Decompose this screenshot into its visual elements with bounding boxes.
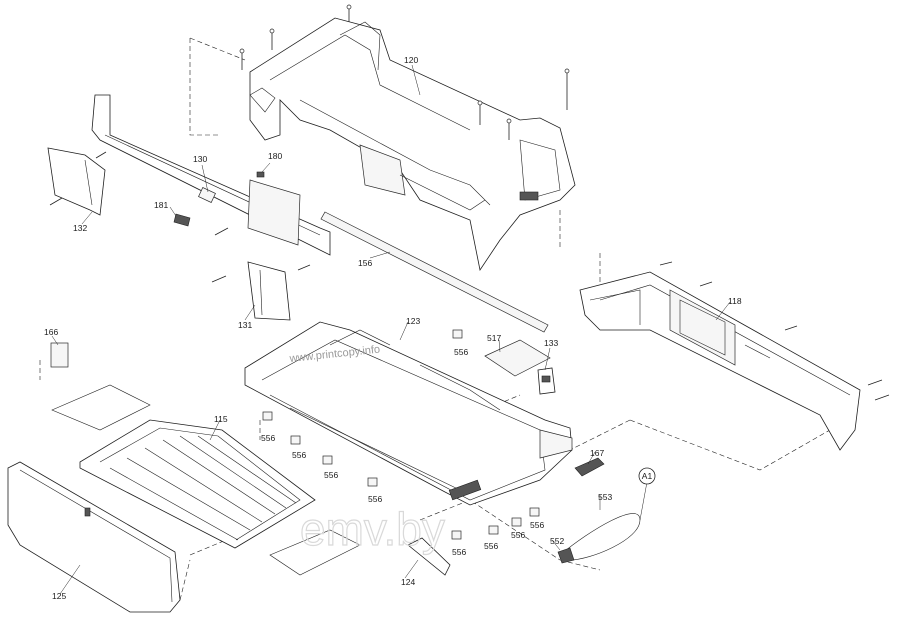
clip-181 bbox=[173, 213, 191, 227]
connector-a1: A1 bbox=[638, 467, 656, 485]
callout-118: 118 bbox=[728, 296, 742, 306]
callout-552: 552 bbox=[550, 536, 564, 546]
callout-166: 166 bbox=[44, 327, 58, 337]
side-cover-132 bbox=[47, 147, 106, 216]
cover-131 bbox=[247, 261, 291, 321]
right-frame-118 bbox=[579, 271, 861, 451]
front-cover-125 bbox=[7, 461, 181, 613]
callout-556-d: 556 bbox=[324, 470, 338, 480]
callout-556-a: 556 bbox=[454, 347, 468, 357]
base-tray-123 bbox=[244, 321, 573, 506]
callout-556-i: 556 bbox=[452, 547, 466, 557]
callout-556-c: 556 bbox=[292, 450, 306, 460]
tab-167 bbox=[574, 457, 605, 477]
callout-181: 181 bbox=[154, 200, 168, 210]
callout-556-h: 556 bbox=[484, 541, 498, 551]
callout-124: 124 bbox=[401, 577, 415, 587]
callout-556-g: 556 bbox=[511, 530, 525, 540]
callout-517: 517 bbox=[487, 333, 501, 343]
watermark-emv: emv.by bbox=[300, 503, 445, 555]
callout-556-e: 556 bbox=[368, 494, 382, 504]
callout-167: 167 bbox=[590, 448, 604, 458]
callout-120: 120 bbox=[404, 55, 418, 65]
callout-132: 132 bbox=[73, 223, 87, 233]
callout-labels: 120 180 130 181 132 156 118 131 123 517 … bbox=[44, 55, 742, 601]
leader-lines bbox=[51, 64, 731, 595]
screw-group-top bbox=[239, 4, 570, 140]
callout-115: 115 bbox=[214, 414, 228, 424]
sheet-517 bbox=[484, 339, 551, 377]
label-166 bbox=[50, 342, 69, 368]
connector-a1-label: A1 bbox=[642, 471, 653, 481]
callout-553: 553 bbox=[598, 492, 612, 502]
ferrite-552 bbox=[557, 547, 575, 564]
rubber-feet-556 bbox=[262, 329, 540, 540]
plate-180 bbox=[247, 171, 301, 246]
callout-123: 123 bbox=[406, 316, 420, 326]
callout-133: 133 bbox=[544, 338, 558, 348]
screw-group-left bbox=[49, 151, 311, 283]
upper-frame-120 bbox=[249, 17, 576, 272]
callout-180: 180 bbox=[268, 151, 282, 161]
callout-556-f: 556 bbox=[530, 520, 544, 530]
bracket-133 bbox=[537, 367, 556, 395]
callout-556-b: 556 bbox=[261, 433, 275, 443]
paper-tray-115 bbox=[51, 384, 361, 576]
callout-156: 156 bbox=[358, 258, 372, 268]
callout-125: 125 bbox=[52, 591, 66, 601]
callout-131: 131 bbox=[238, 320, 252, 330]
shaft-156 bbox=[320, 211, 549, 333]
screw-group-right bbox=[659, 261, 890, 401]
part-124 bbox=[407, 537, 451, 576]
callout-130: 130 bbox=[193, 154, 207, 164]
cable-553 bbox=[559, 481, 648, 561]
